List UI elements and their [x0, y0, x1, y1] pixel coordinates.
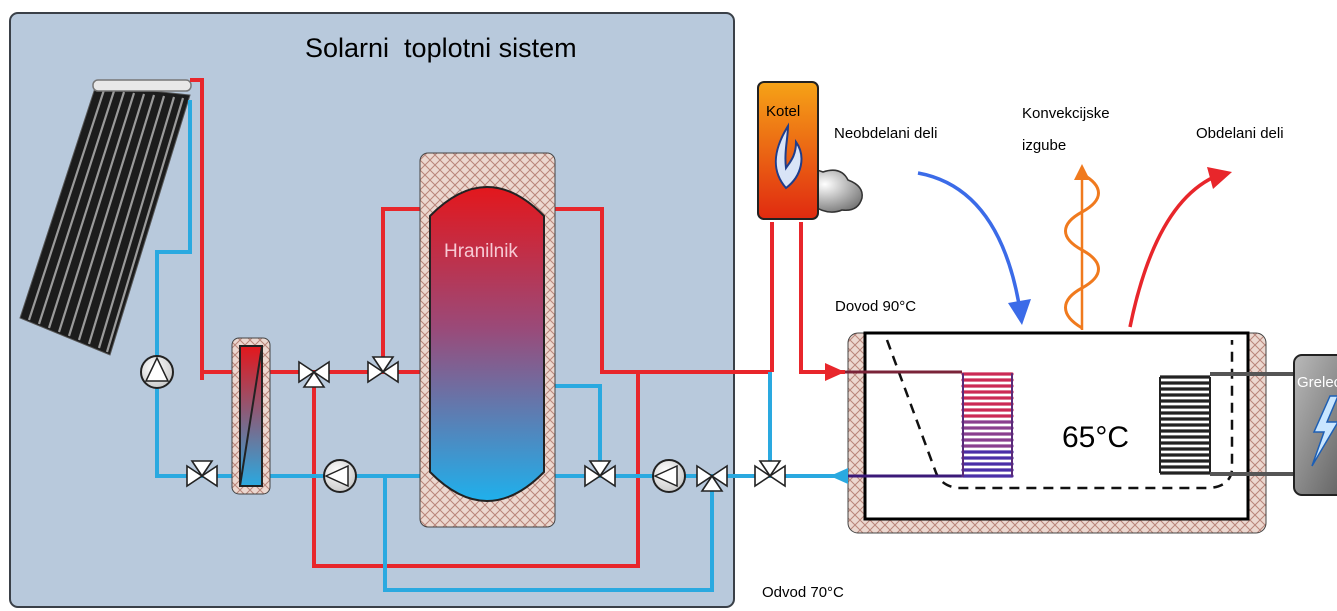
- supply-arrow-icon: [825, 363, 845, 381]
- supply-label: Dovod 90°C: [835, 298, 916, 315]
- valve-tank-side: [584, 460, 616, 488]
- tank-label: Hranilnik: [444, 241, 518, 262]
- electric-heater-coil: [1159, 375, 1211, 475]
- heating-coil: [961, 372, 1014, 478]
- boiler-label: Kotel: [766, 103, 800, 120]
- valve-tank-inlet: [367, 356, 399, 384]
- tank-side-pipe: [540, 384, 602, 476]
- tank-hot-inlet-pipe: [381, 207, 432, 372]
- electric-heater: [1293, 354, 1337, 496]
- return-arrow-icon: [830, 468, 848, 484]
- heat-exchanger: [231, 337, 271, 495]
- heater-label: Grelec: [1297, 374, 1337, 391]
- treated-parts-arrow-icon: [1128, 175, 1215, 328]
- return-label: Odvod 70°C: [762, 584, 844, 601]
- heater-rods: [1210, 372, 1296, 476]
- solar-collector: [19, 79, 192, 356]
- treated-parts-arrowhead-icon: [1207, 167, 1232, 189]
- boiler-supply-pipe: [799, 222, 845, 374]
- boiler: [757, 81, 863, 220]
- collector-return-pipe: [155, 100, 240, 478]
- convection-losses-arrowhead-icon: [1074, 164, 1090, 180]
- convection-losses-label-1: Konvekcijske: [1022, 105, 1110, 122]
- pump-primary-return: [323, 459, 357, 493]
- bypass-hot-loop-pipe: [312, 372, 640, 568]
- process-bath: [847, 331, 1267, 534]
- diagram-title: Solarni toplotni sistem: [305, 33, 577, 63]
- bypass-cold-loop-pipe: [383, 476, 714, 592]
- three-way-valve-collector: [186, 460, 218, 488]
- untreated-parts-arrow-icon: [917, 171, 1022, 311]
- three-way-valve-hot: [298, 360, 330, 388]
- pump-collector: [140, 355, 174, 389]
- untreated-parts-arrowhead-icon: [1008, 299, 1031, 325]
- collector-supply-pipe: [190, 78, 204, 380]
- tank-hot-outlet-pipe: [540, 207, 772, 374]
- three-way-valve-return: [696, 464, 728, 492]
- untreated-parts-label: Neobdelani deli: [834, 125, 937, 142]
- storage-tank: [419, 152, 556, 528]
- convection-losses-label-2: izgube: [1022, 137, 1066, 154]
- bath-temperature: 65°C: [1062, 421, 1129, 454]
- treated-parts-label: Obdelani deli: [1196, 125, 1284, 142]
- valve-return-riser: [754, 460, 786, 488]
- pump-secondary-return: [652, 459, 686, 493]
